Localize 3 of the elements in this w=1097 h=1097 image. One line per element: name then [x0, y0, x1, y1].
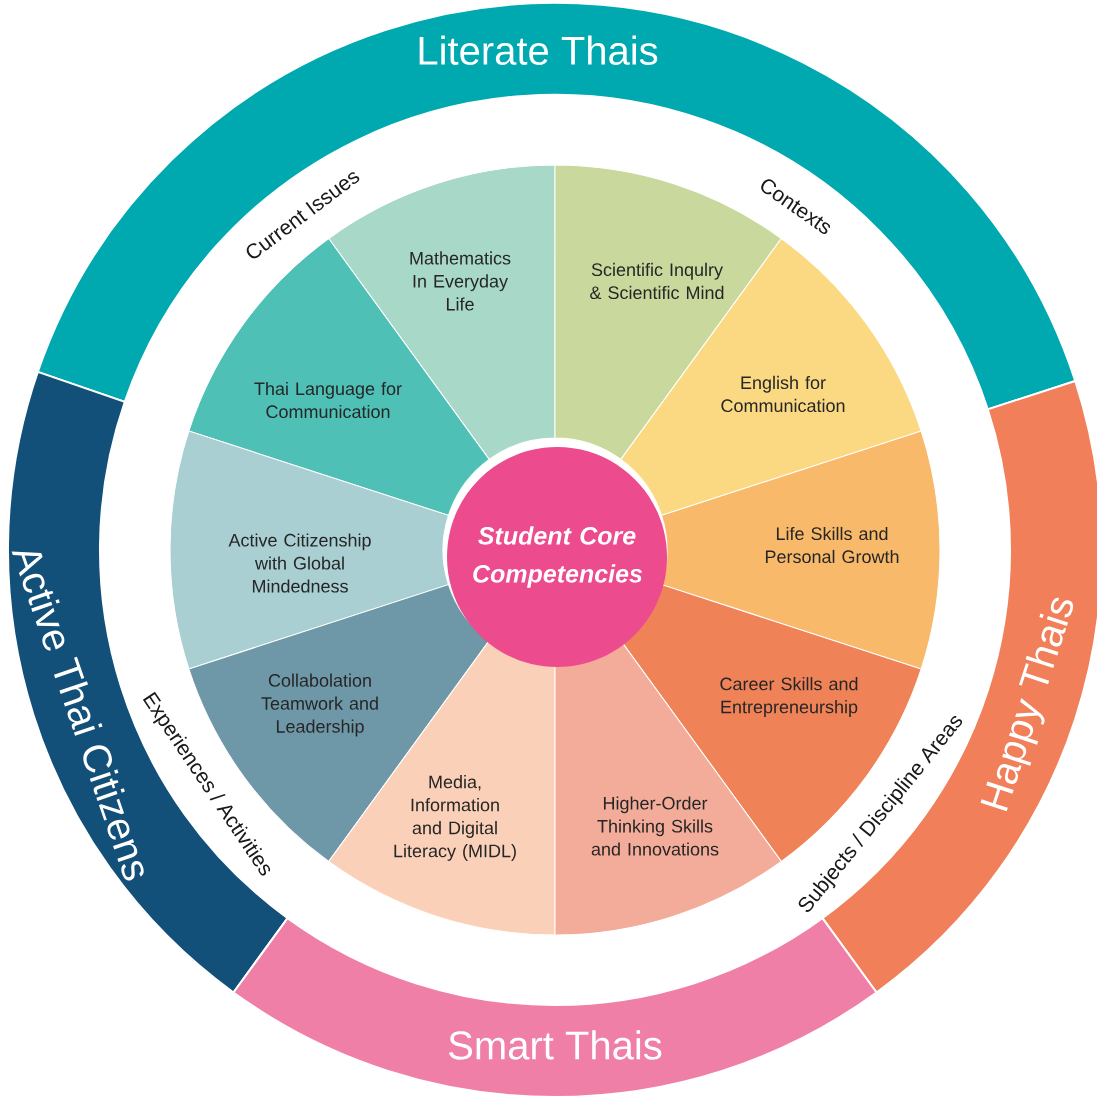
ring-segment: Smart Thais: [232, 917, 878, 1097]
wedge-segment: Life Skills and Personal Growth: [661, 430, 941, 670]
wedge-segment: Active Citizenship with Global Mindedness: [169, 430, 449, 670]
